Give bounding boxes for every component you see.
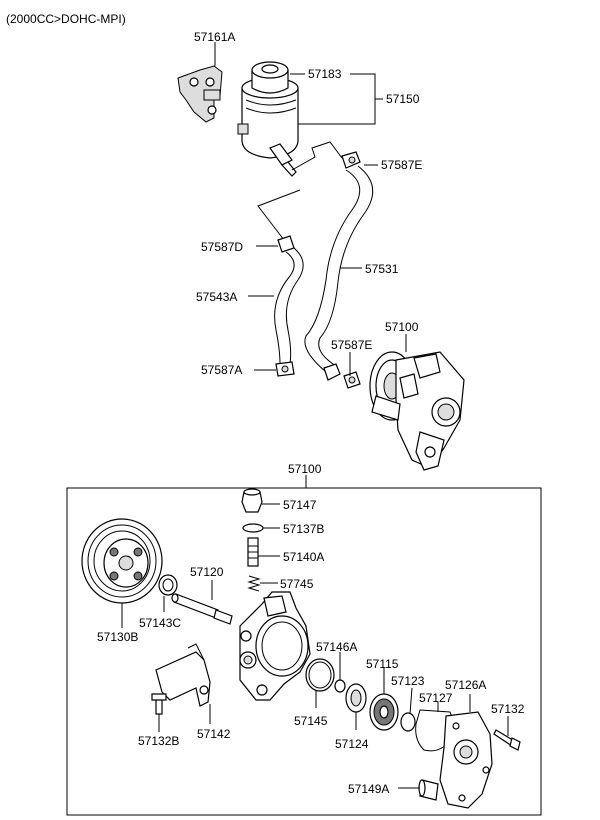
assembly-title: 57100 xyxy=(288,462,322,476)
label-57147: 57147 xyxy=(283,498,317,512)
bolt-left xyxy=(151,693,167,715)
flow-control-valve xyxy=(247,537,259,567)
assembly-frame xyxy=(66,487,542,816)
label-57140A: 57140A xyxy=(283,550,325,564)
label-57587A: 57587A xyxy=(201,363,243,377)
o-ring-fitting xyxy=(242,523,264,533)
suction-hose xyxy=(274,247,304,365)
shaft xyxy=(171,593,233,625)
label-57143C: 57143C xyxy=(139,616,182,630)
label-57587E-mid: 57587E xyxy=(331,338,373,352)
hose-clip-a xyxy=(275,361,295,377)
label-57531: 57531 xyxy=(365,262,399,276)
rear-cover xyxy=(439,711,493,809)
pump-body xyxy=(239,591,311,701)
hose-clip-mid xyxy=(343,371,361,389)
o-ring-rear xyxy=(400,712,416,732)
hose-clip-top xyxy=(341,151,361,169)
oil-seal xyxy=(158,574,178,596)
rotor-cam-ring xyxy=(369,693,399,731)
side-plate xyxy=(345,683,367,713)
label-57124: 57124 xyxy=(335,737,369,751)
spring xyxy=(247,575,261,592)
reservoir-bracket xyxy=(177,65,223,123)
label-57161A: 57161A xyxy=(194,30,236,44)
label-57126A: 57126A xyxy=(445,678,487,692)
label-57745: 57745 xyxy=(280,577,314,591)
engine-note: (2000CC>DOHC-MPI) xyxy=(6,12,126,26)
o-ring-small xyxy=(334,679,346,693)
reservoir xyxy=(237,61,299,177)
label-57132B: 57132B xyxy=(138,734,180,748)
label-57127: 57127 xyxy=(419,691,453,705)
label-57142: 57142 xyxy=(197,727,231,741)
label-57115: 57115 xyxy=(366,657,399,671)
pump-assembly-upper xyxy=(369,351,465,471)
label-57149A: 57149A xyxy=(348,782,390,796)
label-57146A: 57146A xyxy=(316,640,358,654)
label-57183: 57183 xyxy=(308,67,342,81)
connector-fitting xyxy=(241,488,263,513)
label-57587D: 57587D xyxy=(201,240,244,254)
bolt-right xyxy=(493,729,521,751)
label-57130B: 57130B xyxy=(97,630,139,644)
label-57100-top: 57100 xyxy=(385,320,419,334)
label-57123: 57123 xyxy=(391,674,425,688)
label-57587E-top: 57587E xyxy=(381,158,423,172)
label-57137B: 57137B xyxy=(283,522,325,536)
o-ring-large xyxy=(305,658,335,692)
label-57120: 57120 xyxy=(190,565,224,579)
label-57145: 57145 xyxy=(294,714,328,728)
pulley xyxy=(81,518,163,604)
label-57543A: 57543A xyxy=(196,290,238,304)
plug xyxy=(418,779,439,801)
hose-clip-d xyxy=(277,235,295,253)
return-hose xyxy=(304,165,374,381)
label-57132: 57132 xyxy=(491,702,525,716)
label-57150: 57150 xyxy=(386,92,420,106)
